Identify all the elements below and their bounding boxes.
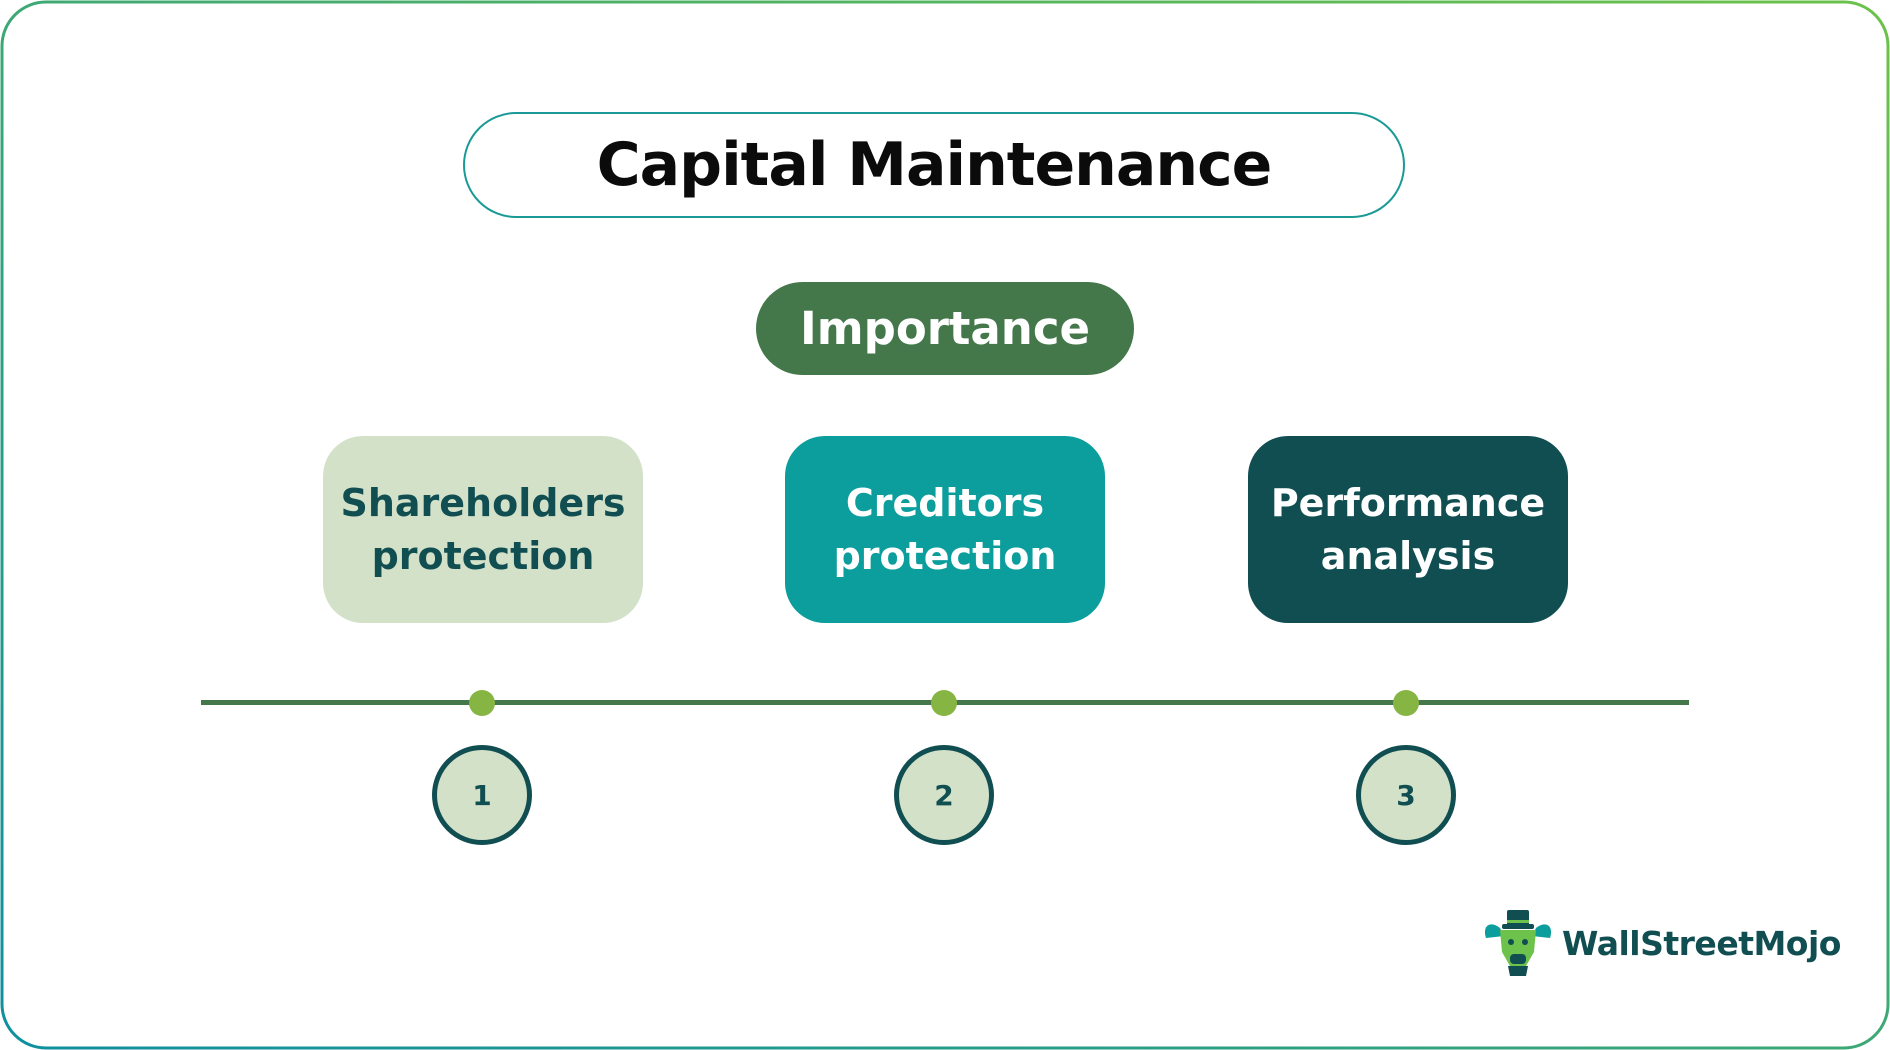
- timeline-dot: [931, 690, 957, 716]
- logo-text: WallStreetMojo: [1562, 923, 1841, 963]
- item-card-shareholders: Shareholders protection: [323, 436, 643, 623]
- item-card-performance: Performance analysis: [1248, 436, 1568, 623]
- item-card-label: Performance analysis: [1270, 480, 1546, 578]
- timeline-dot: [469, 690, 495, 716]
- item-card-label: Shareholders protection: [340, 480, 626, 578]
- bull-logo-icon: [1484, 910, 1552, 976]
- page-title: Capital Maintenance: [463, 112, 1405, 218]
- step-number-badge: 2: [894, 745, 994, 845]
- step-number-badge: 1: [432, 745, 532, 845]
- item-card-creditors: Creditors protection: [785, 436, 1105, 623]
- timeline-dot: [1393, 690, 1419, 716]
- item-card-label: Creditors protection: [833, 480, 1057, 578]
- importance-heading: Importance: [756, 282, 1134, 375]
- step-number-badge: 3: [1356, 745, 1456, 845]
- wallstreetmojo-logo: WallStreetMojo: [1480, 908, 1841, 978]
